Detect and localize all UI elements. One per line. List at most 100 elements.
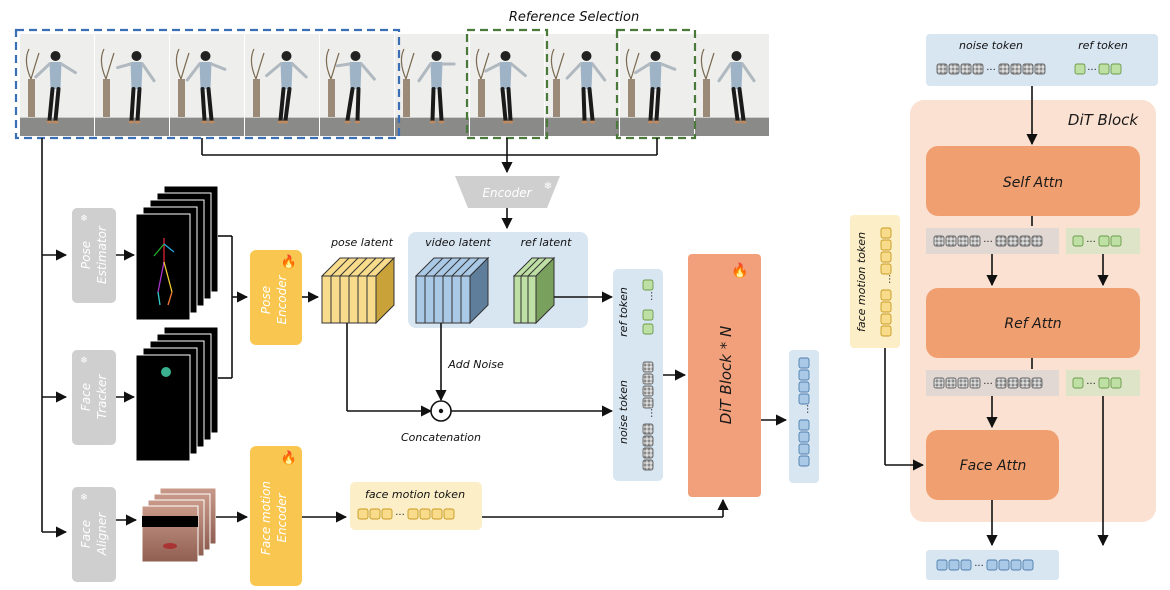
- output-token: [798, 431, 810, 443]
- output-token: [798, 369, 810, 381]
- noise-token: [642, 385, 654, 397]
- snowflake-icon: ❄: [80, 356, 88, 366]
- face-motion-token: [880, 301, 892, 313]
- input-token-row: ······: [936, 63, 1122, 76]
- dit-block-n: [688, 254, 761, 497]
- ref-attn-block: [926, 288, 1140, 358]
- face-motion-token: [443, 508, 455, 520]
- face-motion-token: [880, 227, 892, 239]
- mid-noise-token: [933, 235, 945, 247]
- concat-lines: [346, 291, 614, 417]
- input-noise-token: [960, 63, 972, 75]
- mid-ref-token: [1110, 377, 1122, 389]
- pose-skeleton-icon: [153, 238, 175, 306]
- output-token: [798, 455, 810, 467]
- ref-latent-cube: [512, 256, 556, 325]
- face-motion-token-row: ···: [357, 508, 455, 521]
- mid-token-row-2: ······: [933, 377, 1122, 390]
- mid-ref-token: [1098, 377, 1110, 389]
- input-ref-token: [1110, 63, 1122, 75]
- face-motion-token-column-cells: ···: [880, 227, 894, 337]
- encoder-output-arrows: [302, 291, 348, 523]
- video-frame: [470, 34, 544, 136]
- video-frame: [20, 34, 94, 136]
- ellipsis-mark: ···: [983, 379, 993, 390]
- output-noise-token: [936, 559, 948, 571]
- mid-noise-token: [957, 235, 969, 247]
- face-motion-token: [381, 508, 393, 520]
- face-tracker-label-2: Tracker: [95, 374, 109, 420]
- face-motion-token: [419, 508, 431, 520]
- fire-icon: 🔥: [281, 254, 297, 270]
- reference-selection-title: Reference Selection: [509, 10, 639, 25]
- pose-estimator-label-1: Pose: [79, 241, 93, 269]
- face-motion-encoder-block: [250, 446, 302, 586]
- face-motion-token: [880, 289, 892, 301]
- face-motion-token: [880, 251, 892, 263]
- mid-noise-token: [957, 377, 969, 389]
- encoder-label: Encoder: [482, 186, 532, 200]
- noise-token: [642, 397, 654, 409]
- video-frame: [170, 34, 244, 136]
- video-latent-label: video latent: [425, 236, 491, 249]
- ref-token: [642, 309, 654, 321]
- face-aligner-label-1: Face: [79, 520, 93, 548]
- face-motion-encoder-label-2: Encoder: [275, 492, 289, 542]
- ellipsis-mark: ···: [974, 561, 984, 572]
- face-motion-token: [880, 239, 892, 251]
- pose-map-stack: [135, 185, 219, 321]
- face-aligner-block: [72, 487, 116, 582]
- mid-noise-token: [933, 377, 945, 389]
- ellipsis-mark: ···: [983, 237, 993, 248]
- input-noise-token: [998, 63, 1010, 75]
- video-frame: [545, 34, 619, 136]
- mid-noise-token: [945, 235, 957, 247]
- face-aligner-label-2: Aligner: [95, 512, 109, 556]
- input-noise-token: [1022, 63, 1034, 75]
- output-token: [798, 419, 810, 431]
- face-attn-label: Face Attn: [960, 458, 1027, 474]
- pose-estimator-label-2: Estimator: [95, 225, 109, 284]
- eye-bar-icon: [142, 516, 198, 527]
- token-column-cells: ······: [642, 279, 656, 471]
- output-token-panel: [789, 350, 819, 483]
- noise-token-label: noise token: [617, 380, 630, 444]
- input-ref-token-label: ref token: [1078, 39, 1128, 52]
- mid-noise-token: [945, 377, 957, 389]
- ellipsis-mark: ···: [883, 274, 894, 284]
- self-attn-block: [926, 146, 1140, 216]
- pose-latent-label: pose latent: [330, 236, 394, 249]
- ellipsis-mark: ···: [1086, 237, 1096, 248]
- output-noise-token: [948, 559, 960, 571]
- mid-noise-token: [995, 235, 1007, 247]
- output-noise-token: [960, 559, 972, 571]
- face-motion-token-label: face motion token: [365, 488, 465, 501]
- noise-token: [642, 435, 654, 447]
- input-ref-token: [1074, 63, 1086, 75]
- video-frames-strip: [20, 34, 769, 136]
- output-token: [798, 393, 810, 405]
- video-latent-cube: [414, 256, 490, 325]
- face-attn-block: [926, 430, 1059, 500]
- dit-block-n-label: DiT Block * N: [717, 326, 735, 424]
- mid-noise-token: [1019, 235, 1031, 247]
- mid-ref-token: [1098, 235, 1110, 247]
- output-token: [798, 443, 810, 455]
- ref-selection-connector: [201, 138, 658, 174]
- ref-token: [642, 323, 654, 335]
- mid-ref-token: [1110, 235, 1122, 247]
- input-noise-token: [1034, 63, 1046, 75]
- mid-ref-token: [1072, 377, 1084, 389]
- noise-token: [642, 373, 654, 385]
- self-attn-label: Self Attn: [1003, 175, 1063, 191]
- ref-attn-label: Ref Attn: [1004, 316, 1061, 332]
- add-noise-label: Add Noise: [447, 358, 504, 371]
- noise-token: [642, 459, 654, 471]
- ellipsis-mark: ···: [986, 65, 996, 76]
- face-motion-encoder-label-1: Face motion: [259, 481, 273, 555]
- face-motion-token: [407, 508, 419, 520]
- face-motion-token: [369, 508, 381, 520]
- face-tracker-block: [72, 350, 116, 445]
- output-noise-token: [998, 559, 1010, 571]
- fire-icon: 🔥: [281, 450, 297, 466]
